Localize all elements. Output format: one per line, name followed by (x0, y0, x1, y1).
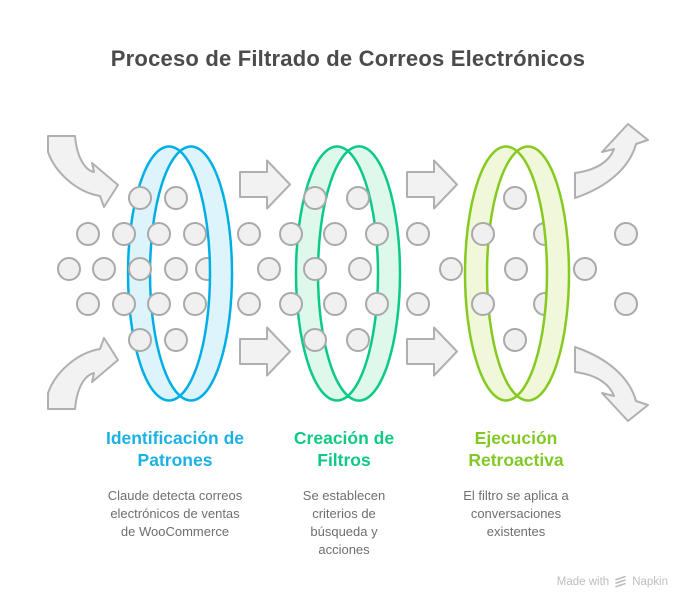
ring-retroactive-execution (463, 145, 571, 402)
email-dot (614, 292, 638, 316)
filter-rings-layer (126, 145, 571, 402)
email-dot (57, 257, 81, 281)
email-dot (323, 222, 347, 246)
email-dot (573, 257, 597, 281)
email-dot (346, 328, 370, 352)
email-dot (128, 186, 152, 210)
step-heading: Ejecución Retroactiva (468, 428, 564, 470)
email-dot (92, 257, 116, 281)
step-retroactive-execution: Ejecución Retroactiva El filtro se aplic… (436, 428, 596, 541)
email-dot (348, 257, 372, 281)
email-dot (279, 222, 303, 246)
email-dot (237, 292, 261, 316)
email-dot (503, 328, 527, 352)
email-dot (365, 222, 389, 246)
step-description: Claude detecta correos electrónicos de v… (107, 487, 243, 539)
email-dot (112, 292, 136, 316)
email-dot (128, 328, 152, 352)
page-title: Proceso de Filtrado de Correos Electróni… (110, 46, 586, 71)
email-dot (76, 292, 100, 316)
email-dot (346, 186, 370, 210)
email-dot (471, 222, 495, 246)
curved-arrow-outflow-top (574, 123, 649, 199)
email-dot (164, 257, 188, 281)
email-dot (183, 222, 207, 246)
email-dot (614, 222, 638, 246)
email-dot (112, 222, 136, 246)
email-dot (504, 257, 528, 281)
email-dot (183, 292, 207, 316)
arrow-right-stage1-bottom (239, 326, 291, 377)
step-description: Se establecen criterios de búsqueda y ac… (302, 487, 386, 557)
napkin-logo-icon (615, 575, 626, 588)
email-dot (76, 222, 100, 246)
email-dot (406, 222, 430, 246)
email-dot (147, 222, 171, 246)
curved-arrow-inflow-bottom (47, 337, 119, 410)
email-dot (257, 257, 281, 281)
email-dot (303, 186, 327, 210)
email-dot (147, 292, 171, 316)
step-pattern-identification: Identificación de Patrones Claude detect… (85, 428, 265, 541)
email-dot (303, 328, 327, 352)
flow-arrows-layer (47, 123, 649, 422)
step-description: El filtro se aplica a conversaciones exi… (463, 487, 569, 539)
curved-arrow-inflow-top (47, 135, 119, 208)
email-dot (164, 328, 188, 352)
email-dot (503, 186, 527, 210)
email-dot (365, 292, 389, 316)
made-with-napkin: Made with Napkin (557, 575, 668, 588)
made-with-label: Made with (556, 575, 610, 588)
step-heading: Identificación de Patrones (105, 428, 245, 470)
arrow-right-stage2-bottom (406, 326, 458, 377)
curved-arrow-outflow-bottom (574, 346, 649, 422)
brand-label: Napkin (632, 575, 668, 588)
step-heading: Creación de Filtros (293, 428, 395, 470)
email-dot (323, 292, 347, 316)
ring-pattern-identification (126, 145, 234, 402)
email-dot (471, 292, 495, 316)
email-dot (439, 257, 463, 281)
arrow-right-stage1-top (239, 159, 291, 210)
step-filter-creation: Creación de Filtros Se establecen criter… (269, 428, 419, 559)
email-dot (406, 292, 430, 316)
arrow-right-stage2-top (406, 159, 458, 210)
email-dot (303, 257, 327, 281)
email-dot (164, 186, 188, 210)
email-dot (237, 222, 261, 246)
email-dot (279, 292, 303, 316)
dots-front-layer (57, 186, 638, 352)
email-dot (128, 257, 152, 281)
